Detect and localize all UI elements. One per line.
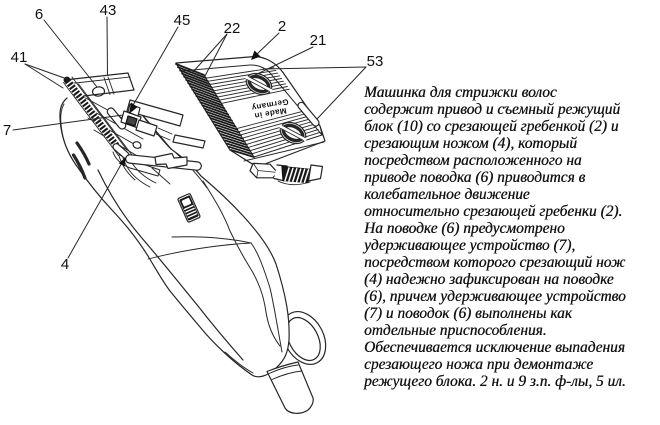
svg-text:45: 45 bbox=[174, 12, 191, 29]
svg-text:7: 7 bbox=[3, 122, 11, 139]
svg-text:21: 21 bbox=[310, 32, 327, 49]
svg-text:4: 4 bbox=[61, 256, 69, 273]
svg-text:22: 22 bbox=[224, 20, 241, 37]
svg-text:41: 41 bbox=[11, 49, 28, 66]
svg-text:2: 2 bbox=[278, 18, 286, 35]
svg-text:53: 53 bbox=[367, 53, 384, 70]
svg-text:6: 6 bbox=[35, 6, 43, 23]
svg-text:43: 43 bbox=[100, 2, 117, 19]
